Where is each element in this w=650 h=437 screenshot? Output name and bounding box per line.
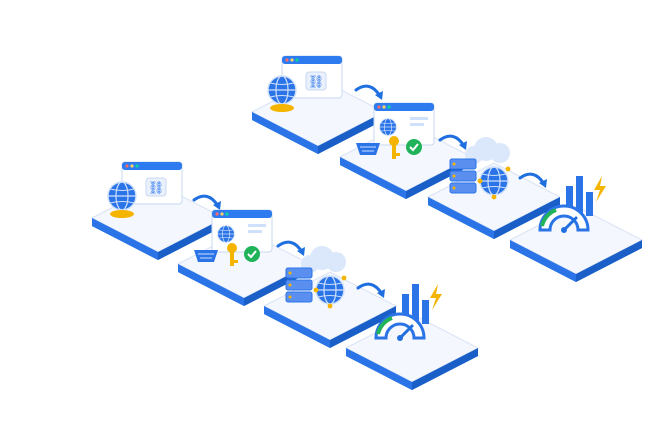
- flow-b-step-speed-gauge: [345, 284, 479, 391]
- server-icon: [285, 267, 313, 303]
- flow-b-step-globe-link: ⛓: [91, 161, 225, 261]
- bar-chart-icon: [566, 176, 593, 216]
- flow-a-step-speed-gauge: [509, 176, 643, 283]
- globe-icon: [217, 225, 235, 243]
- flow-b-step-server-cloud-globe: [263, 246, 397, 349]
- check-icon: [406, 139, 422, 155]
- globe-icon: [379, 118, 397, 136]
- flow-b-step-cart-key-check: [177, 209, 311, 307]
- flow-a-step-cart-key-check: [339, 102, 473, 200]
- server-icon: [449, 158, 477, 194]
- flow-a-step-server-cloud-globe: [427, 137, 561, 240]
- check-icon: [244, 246, 260, 262]
- svg-text:⛓: ⛓: [148, 180, 165, 196]
- globe-icon: [479, 166, 509, 196]
- lightning-icon: [430, 284, 442, 310]
- gauge-icon: [374, 312, 426, 341]
- key-icon: [227, 243, 238, 266]
- flow-a: ⛓: [251, 55, 643, 283]
- globe-icon: [107, 181, 137, 211]
- globe-icon: [315, 275, 345, 305]
- globe-icon: [267, 75, 297, 105]
- flow-b: ⛓: [91, 161, 479, 391]
- cloud-icon: [465, 137, 510, 164]
- cart-icon: [194, 250, 218, 262]
- arrow-icon: [354, 84, 385, 102]
- key-icon: [389, 136, 400, 159]
- svg-text:⛓: ⛓: [308, 74, 325, 90]
- bar-chart-icon: [402, 284, 429, 324]
- flow-a-step-globe-link: ⛓: [251, 55, 385, 155]
- gauge-icon: [538, 204, 590, 233]
- cart-icon: [356, 143, 380, 155]
- lightning-icon: [594, 176, 606, 202]
